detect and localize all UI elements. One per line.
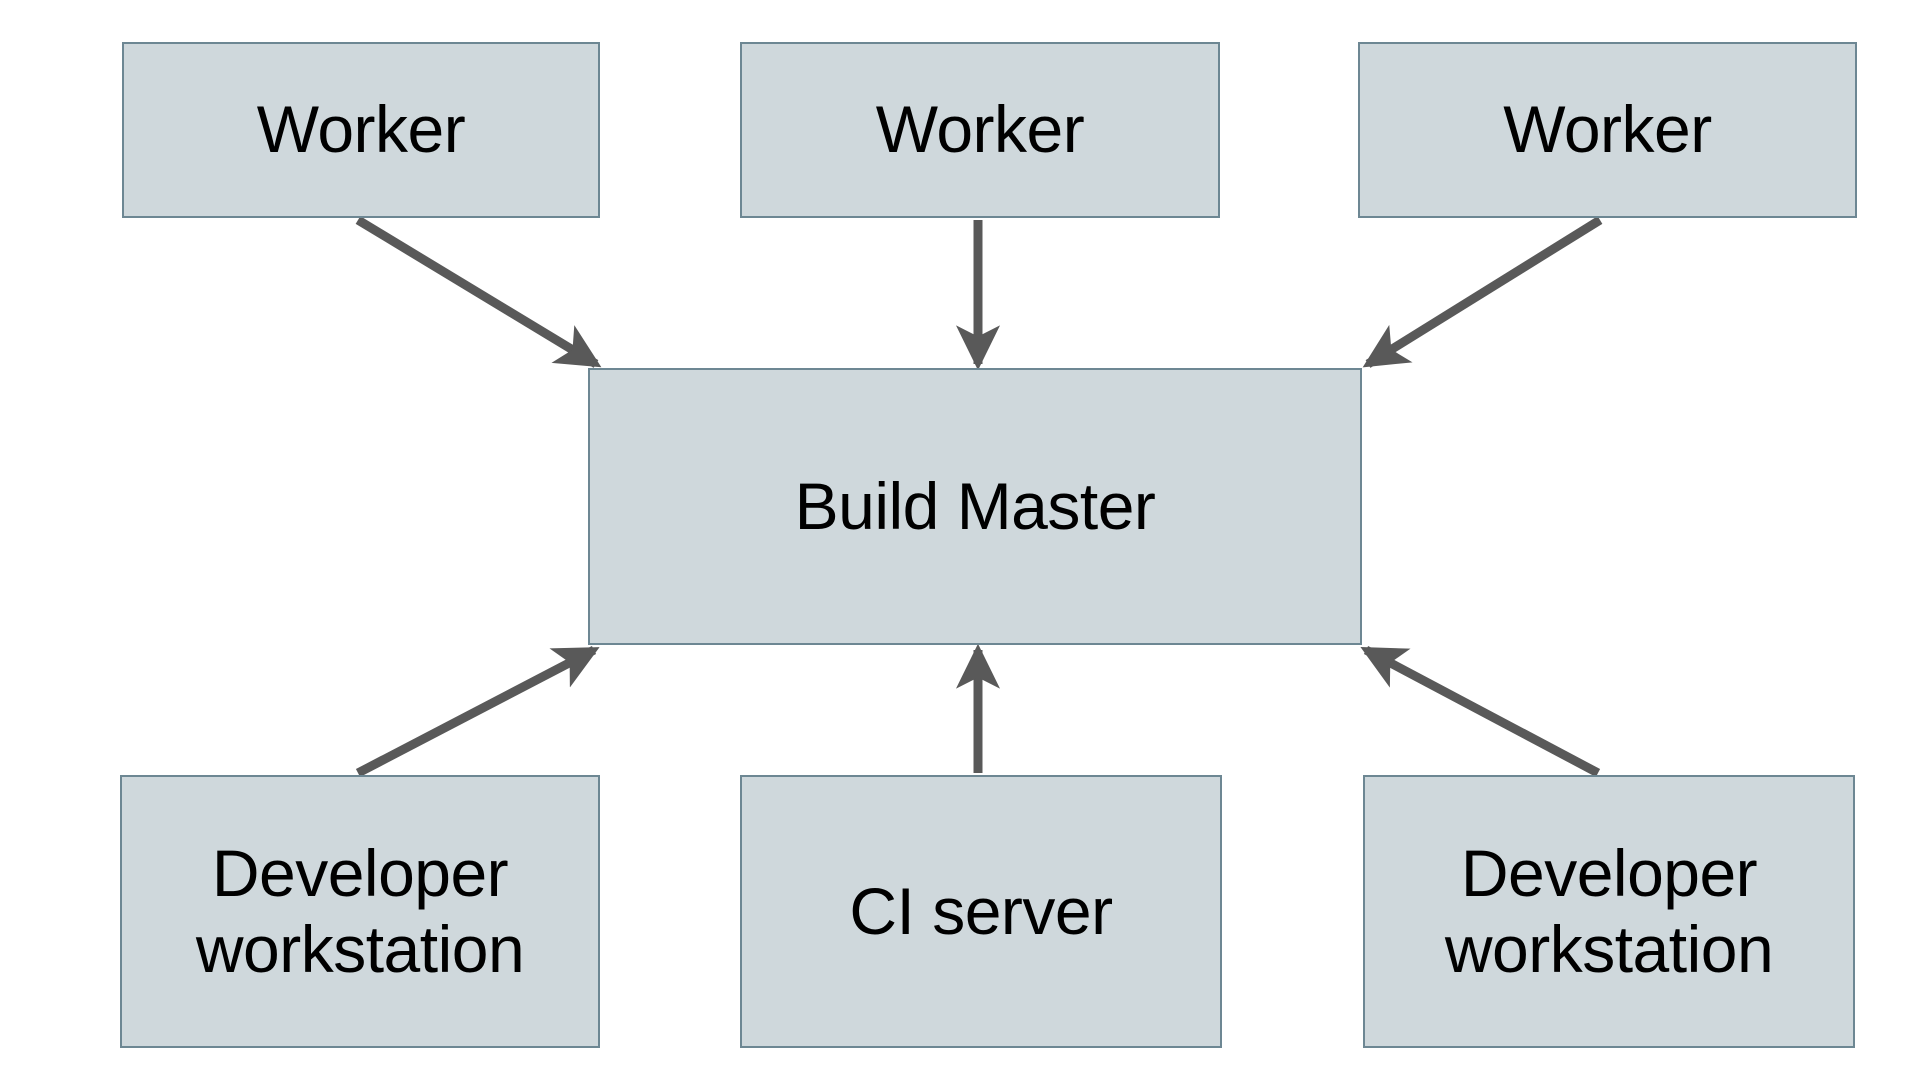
node-label-dev-left: Developer workstation [195,835,525,986]
node-worker-left[interactable]: Worker [122,42,600,218]
node-label-ci-server: CI server [849,873,1113,948]
node-build-master[interactable]: Build Master [588,368,1362,645]
edge-worker-left-to-master [355,216,602,368]
node-label-worker-right: Worker [1503,92,1712,167]
node-worker-right[interactable]: Worker [1358,42,1857,218]
node-label-worker-mid: Worker [875,92,1085,167]
node-label-worker-left: Worker [256,92,466,167]
node-dev-left[interactable]: Developer workstation [120,775,600,1048]
edge-dev-left-to-master [355,646,600,777]
node-label-dev-right: Developer workstation [1444,835,1774,986]
node-ci-server[interactable]: CI server [740,775,1222,1048]
node-worker-mid[interactable]: Worker [740,42,1220,218]
node-dev-right[interactable]: Developer workstation [1363,775,1855,1048]
node-label-build-master: Build Master [794,468,1156,543]
edge-dev-right-to-master [1360,646,1601,777]
edge-worker-right-to-master [1362,216,1603,368]
